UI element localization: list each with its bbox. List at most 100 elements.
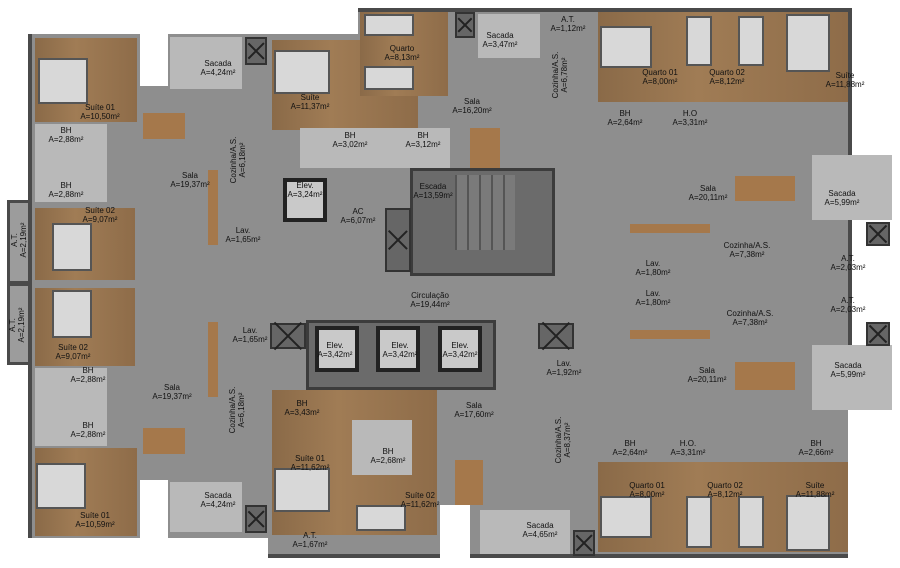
room-label: A.T.A=2,03m²	[831, 296, 866, 314]
bed	[356, 505, 406, 531]
room-name: Cozinha/A.S.	[228, 386, 237, 434]
balcony-floor	[480, 510, 570, 554]
dining-table	[470, 128, 500, 168]
room-name: BH	[344, 131, 356, 140]
room-area: A=1,67m²	[292, 540, 328, 549]
shaft	[866, 322, 890, 346]
room-label: Cozinha/A.S.A=7,38m²	[727, 309, 774, 327]
bed	[52, 290, 92, 338]
room-area: A=1,12m²	[550, 24, 586, 33]
room-name: A.T.	[303, 531, 317, 540]
room-area: A=11,62m²	[400, 500, 440, 509]
room-area: A=2,88m²	[48, 135, 84, 144]
room-area: A=2,19m²	[17, 307, 26, 343]
bathroom-floor	[35, 368, 107, 446]
shaft	[385, 208, 411, 272]
exterior	[140, 34, 168, 86]
shaft	[455, 12, 475, 38]
room-area: A=16,20m²	[452, 106, 492, 115]
room-name: Lav.	[645, 259, 661, 268]
elevator	[315, 326, 359, 372]
room-label: H.O.A=3,31m²	[671, 439, 706, 457]
dining-table	[735, 176, 795, 201]
room-area: A=10,59m²	[75, 520, 115, 529]
room-name: Sacada	[834, 361, 862, 370]
room-name: Escada	[419, 182, 447, 191]
room-label: Cozinha/A.S.A=6,18m²	[229, 137, 247, 184]
room-name: Suíte 02	[405, 491, 435, 500]
room-name: Lav.	[235, 226, 251, 235]
bathroom-floor	[352, 420, 412, 475]
room-area: A=17,60m²	[454, 410, 494, 419]
room-label: A.T.A=1,67m²	[293, 531, 328, 549]
room-area: A=20,11m²	[687, 375, 727, 384]
room-name: BH	[60, 126, 72, 135]
kitchen-counter	[208, 322, 218, 397]
elevator	[283, 178, 327, 222]
room-area: A=6,07m²	[340, 216, 376, 225]
room-name: Sacada	[828, 189, 856, 198]
room-area: A=1,65m²	[232, 335, 268, 344]
dining-table	[143, 428, 185, 454]
shaft	[245, 505, 267, 533]
room-area: A=8,00m²	[642, 77, 678, 86]
room-area: A=6,18m²	[237, 392, 246, 428]
room-name: Sala	[181, 171, 199, 180]
room-name: Sacada	[486, 31, 514, 40]
room-name: Suíte	[300, 93, 320, 102]
room-area: A=1,92m²	[546, 368, 582, 377]
room-area: A=2,88m²	[48, 190, 84, 199]
room-area: A=5,99m²	[830, 370, 866, 379]
room-name: BH	[624, 439, 636, 448]
room-area: A=2,88m²	[70, 430, 106, 439]
exterior	[852, 0, 900, 155]
room-name: A.T.	[841, 254, 855, 263]
room-area: A=2,64m²	[607, 118, 643, 127]
room-area: A=2,66m²	[798, 448, 834, 457]
room-label: Lav.A=1,92m²	[547, 359, 582, 377]
room-name: Lav.	[242, 326, 258, 335]
room-name: Cozinha/A.S.	[229, 136, 238, 184]
room-area: A=6,78m²	[560, 57, 569, 93]
room-area: A=11,88m²	[825, 80, 865, 89]
balcony-floor	[170, 482, 242, 532]
exterior	[440, 505, 470, 568]
room-area: A=1,65m²	[225, 235, 261, 244]
room-name: H.O	[682, 109, 698, 118]
room-name: Cozinha/A.S.	[551, 51, 560, 99]
shaft	[866, 222, 890, 246]
room-name: Elev.	[326, 341, 344, 350]
room-name: Suíte 02	[58, 343, 88, 352]
room-area: A=3,24m²	[287, 190, 323, 199]
room-area: A=3,47m²	[482, 40, 518, 49]
room-name: Sacada	[526, 521, 554, 530]
room-label: A.T.A=2,19m²	[10, 223, 28, 258]
room-area: A=3,42m²	[442, 350, 478, 359]
exterior	[28, 0, 358, 34]
room-name: Sacada	[204, 59, 232, 68]
bed	[36, 463, 86, 509]
elevator	[438, 326, 482, 372]
kitchen-counter	[208, 170, 218, 245]
room-name: BH	[296, 399, 308, 408]
